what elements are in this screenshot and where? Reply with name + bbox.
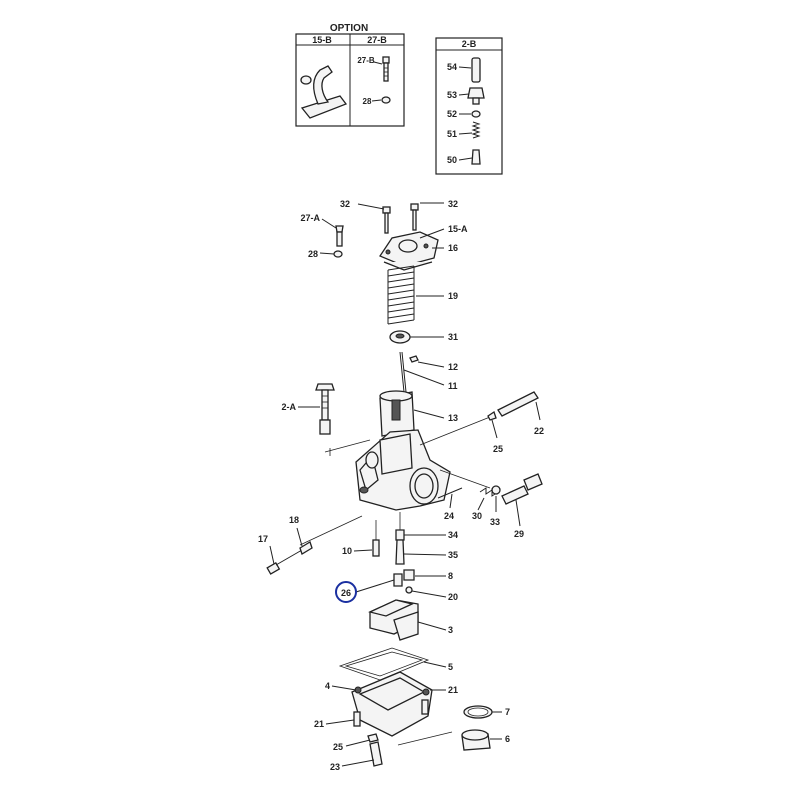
part-50-plunger (471, 149, 481, 165)
label-25-upper: 25 (493, 444, 503, 454)
highlight-circle (335, 581, 357, 603)
label-8: 8 (448, 571, 453, 581)
screw-29 (501, 485, 529, 505)
spring-19 (387, 265, 415, 325)
label-28: 28 (308, 249, 318, 259)
needle-11 (399, 351, 405, 393)
label-24: 24 (444, 511, 454, 521)
label-20: 20 (448, 592, 458, 602)
part-52-oring (471, 110, 481, 118)
label-31: 31 (448, 332, 458, 342)
clip-12 (409, 355, 419, 363)
option-box: OPTION 15-B 27-B 27-B 28 (295, 23, 405, 127)
highlight-26[interactable]: 26 (335, 581, 357, 603)
label-21-left: 21 (314, 719, 324, 729)
label-25-lower: 25 (333, 742, 343, 752)
drain-hose-23 (369, 741, 383, 767)
carburetor-body (299, 383, 496, 594)
label-7: 7 (505, 707, 510, 717)
label-54: 54 (447, 62, 457, 72)
part-51-spring (471, 121, 481, 139)
label-2a: 2-A (281, 402, 296, 412)
label-27b: 27-B (357, 56, 375, 65)
label-26: 26 (341, 588, 351, 598)
label-22: 22 (534, 426, 544, 436)
label-32-right: 32 (448, 199, 458, 209)
label-17: 17 (258, 534, 268, 544)
option-col-27b: 27-B (367, 35, 387, 45)
label-16: 16 (448, 243, 458, 253)
right-side-parts (266, 391, 543, 575)
label-51: 51 (447, 129, 457, 139)
label-50: 50 (447, 155, 457, 165)
label-30: 30 (472, 511, 482, 521)
label-12: 12 (448, 362, 458, 372)
box-2b: 2-B 54 53 52 51 50 (435, 37, 503, 175)
option-col-15b: 15-B (312, 35, 332, 45)
box-2b-frame (435, 37, 503, 175)
label-33: 33 (490, 517, 500, 527)
label-52: 52 (447, 109, 457, 119)
label-10: 10 (342, 546, 352, 556)
spring-30 (479, 487, 499, 497)
label-19: 19 (448, 291, 458, 301)
label-18: 18 (289, 515, 299, 525)
label-32-left: 32 (340, 199, 350, 209)
part-53-knob (467, 87, 485, 99)
label-21-right: 21 (448, 685, 458, 695)
label-27a: 27-A (300, 213, 320, 223)
label-29: 29 (514, 529, 524, 539)
option-title: OPTION (330, 23, 368, 34)
label-4: 4 (325, 681, 330, 691)
label-28b: 28 (363, 97, 372, 106)
washer-28b (381, 96, 391, 104)
label-11: 11 (448, 381, 458, 391)
label-6: 6 (505, 734, 510, 744)
label-5: 5 (448, 662, 453, 672)
plunger-22 (497, 391, 539, 417)
float-bowl-assembly (338, 599, 493, 767)
label-53: 53 (447, 90, 457, 100)
leader-lines (269, 202, 541, 767)
label-13: 13 (448, 413, 458, 423)
box-2b-title: 2-B (462, 39, 477, 49)
label-15a: 15-A (448, 224, 468, 234)
label-35: 35 (448, 550, 458, 560)
label-34: 34 (448, 530, 458, 540)
label-23: 23 (330, 762, 340, 772)
top-cap-assembly (333, 203, 439, 393)
gasket-5 (338, 647, 430, 681)
part-54-tube (471, 57, 481, 83)
elbow-15b (313, 65, 333, 105)
label-3: 3 (448, 625, 453, 635)
